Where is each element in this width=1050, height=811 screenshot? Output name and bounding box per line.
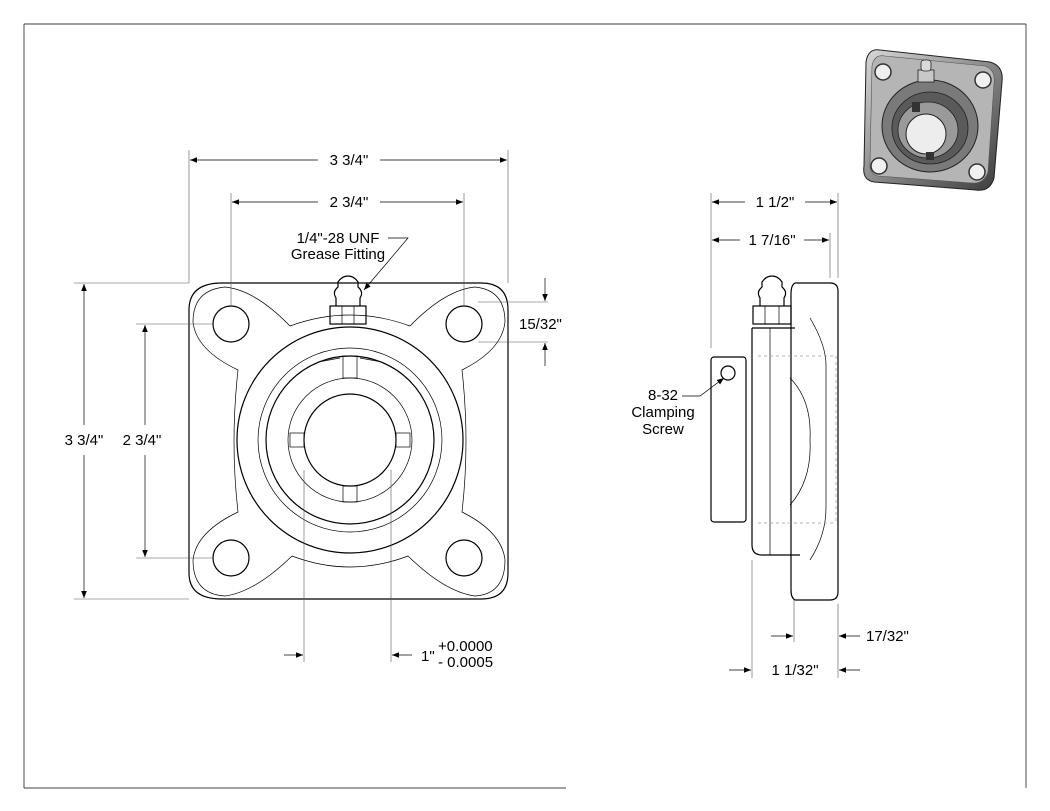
collar-slot-top <box>342 355 358 379</box>
housing-ring-2 <box>257 347 443 533</box>
side-dimensions: 1 1/2" 1 7/16" 8-32 Clamping Screw 17/32… <box>631 193 909 679</box>
side-view <box>710 275 839 601</box>
callout-grease-line1: 1/4"-28 UNF <box>297 230 380 247</box>
iso-hole-br <box>968 163 986 181</box>
flange-face <box>192 286 506 597</box>
flange-plate <box>790 282 839 601</box>
bore-circle <box>303 393 397 487</box>
dim-flange-thickness: 17/32" <box>866 628 909 645</box>
collar <box>710 356 747 523</box>
housing-ring-outer <box>236 326 464 554</box>
drawing-frame <box>23 23 1027 789</box>
collar-slot-left <box>289 432 305 448</box>
dim-bore-size: 1" <box>421 648 435 665</box>
callout-clamp-line1: 8-32 <box>648 387 678 404</box>
iso-hole-tr <box>974 71 992 89</box>
mount-hole-top-left <box>212 305 250 343</box>
mount-hole-top-right <box>445 305 483 343</box>
dim-depth-2: 1 7/16" <box>748 232 795 249</box>
dim-housing-depth: 1 1/32" <box>771 662 818 679</box>
dim-overall-width: 3 3/4" <box>330 152 369 169</box>
front-dimensions: 3 3/4" 2 3/4" 1/4"-28 UNF Grease Fitting… <box>65 150 562 671</box>
clamp-screw-hole <box>720 365 736 381</box>
dim-bore-tol-lower: - 0.0005 <box>438 654 493 671</box>
dim-hole-offset: 15/32" <box>519 316 562 333</box>
dim-overall-depth: 1 1/2" <box>756 194 795 211</box>
collar-slot-right <box>395 432 411 448</box>
dim-bolt-spacing-v: 2 3/4" <box>123 432 162 449</box>
dim-bolt-spacing-h: 2 3/4" <box>330 194 369 211</box>
mount-hole-bottom-left <box>212 539 250 577</box>
callout-clamp-line3: Screw <box>642 421 684 438</box>
dim-overall-height: 3 3/4" <box>65 432 104 449</box>
isometric-render <box>858 46 1006 196</box>
iso-hole-tl <box>874 63 892 81</box>
collar-slot-bottom <box>342 485 358 503</box>
dim-bore-tol-upper: +0.0000 <box>438 638 493 655</box>
collar-ring <box>287 377 413 503</box>
callout-clamp-line2: Clamping <box>631 404 694 421</box>
grease-fitting-side <box>752 275 792 325</box>
mount-hole-bottom-right <box>445 539 483 577</box>
housing-body <box>751 327 800 556</box>
front-view <box>188 275 509 600</box>
grease-fitting <box>329 275 367 325</box>
flange-outline <box>188 282 509 600</box>
iso-hole-bl <box>870 157 888 175</box>
callout-grease-line2: Grease Fitting <box>291 246 385 263</box>
iso-grease-fitting <box>917 59 935 83</box>
bearing-ring <box>265 355 435 525</box>
